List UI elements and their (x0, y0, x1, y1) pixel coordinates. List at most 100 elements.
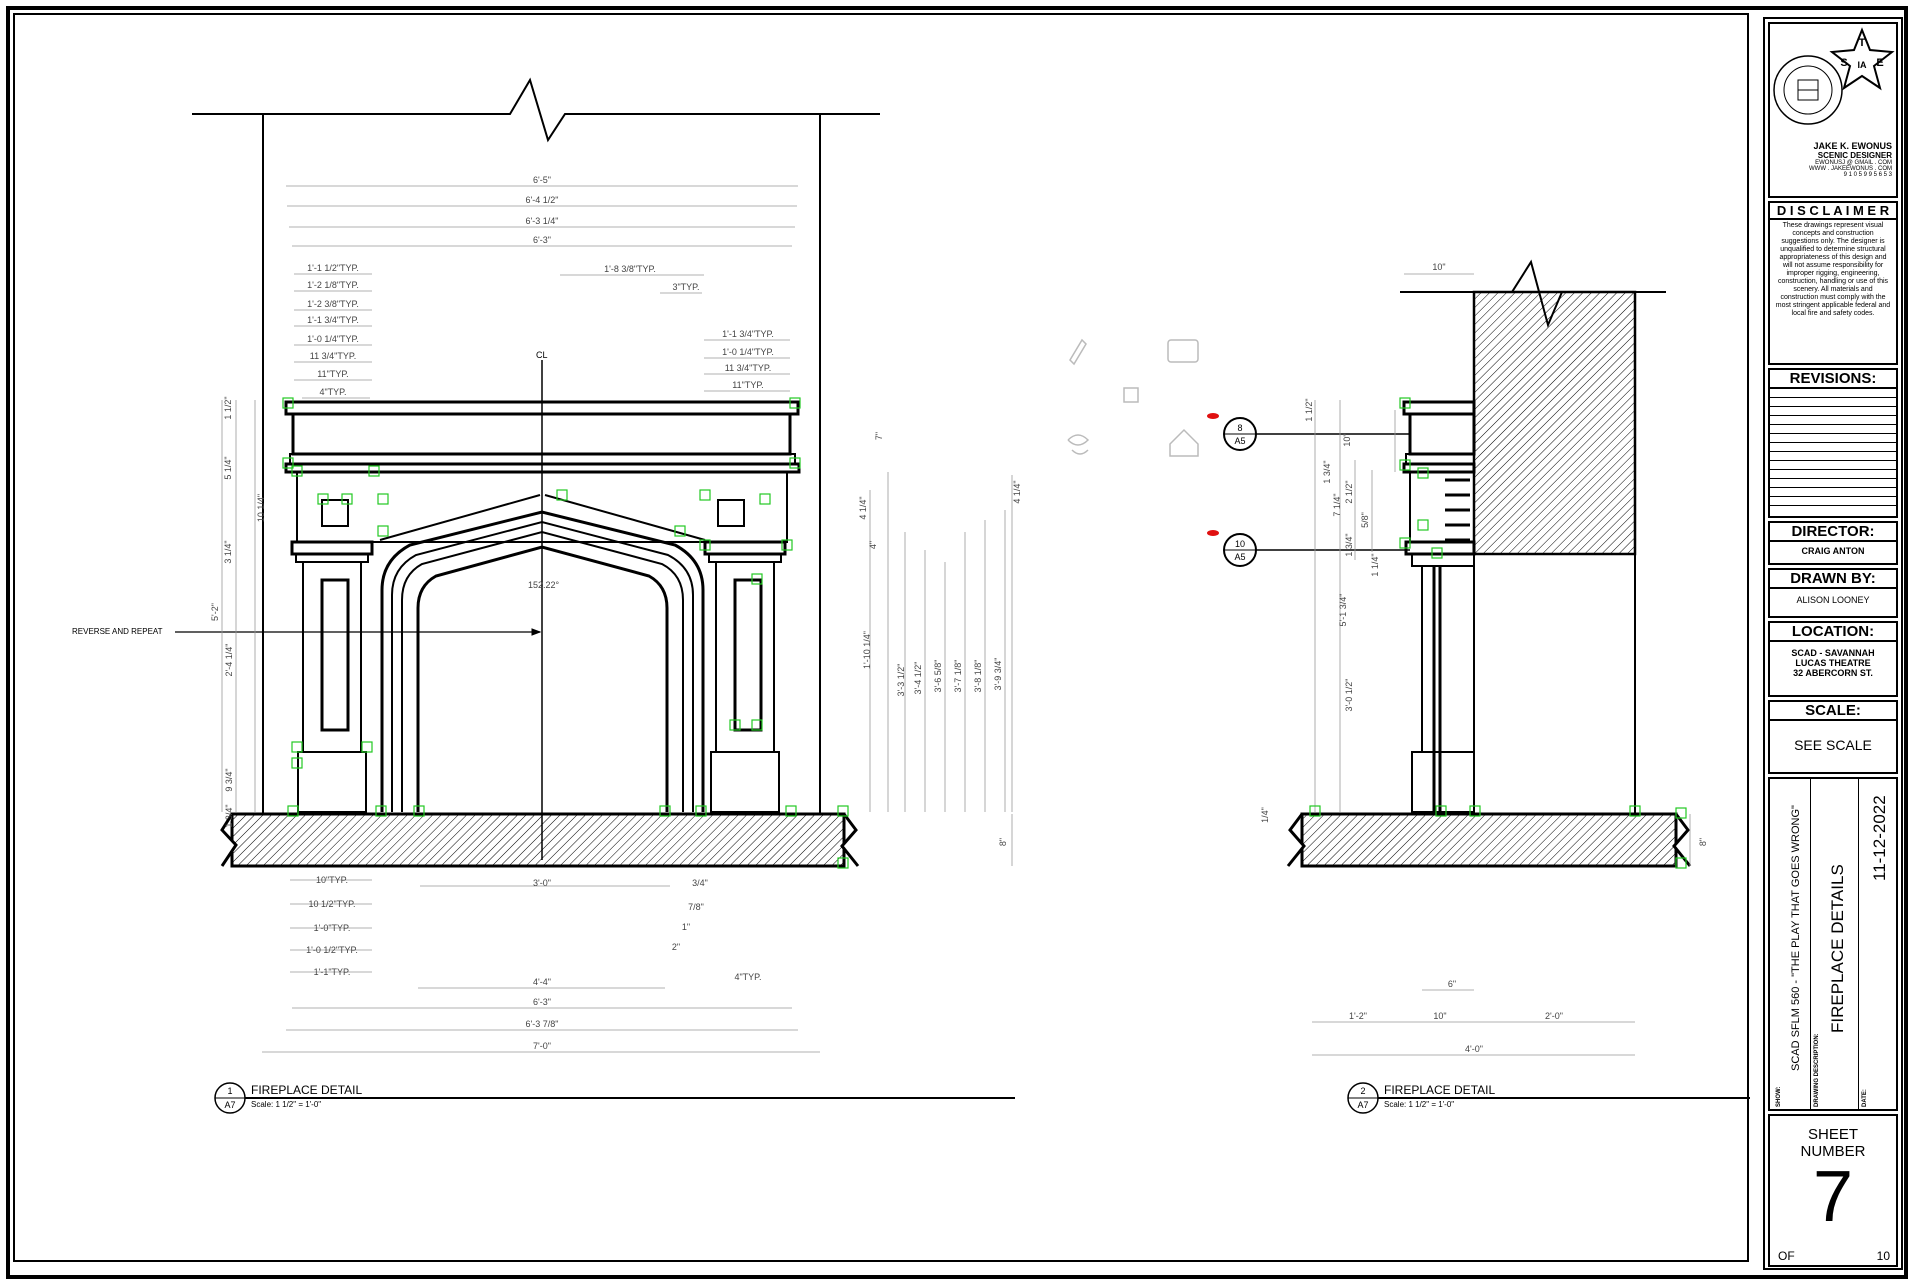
dimension-label: 1'-2 3/8"TYP. (307, 299, 359, 309)
location-title: LOCATION: (1770, 623, 1896, 642)
view-1-number: 1 (227, 1086, 232, 1096)
location-box: LOCATION: SCAD - SAVANNAH LUCAS THEATRE … (1768, 621, 1898, 697)
dimension-label: 3'-7 1/8" (953, 660, 963, 693)
link-icon[interactable] (1067, 434, 1090, 455)
dimension-label: 7/8" (688, 902, 704, 912)
red-marker-icon (1207, 530, 1219, 536)
dimension-label: 11"TYP. (317, 369, 348, 379)
dimension-label: 6" (1448, 979, 1456, 989)
dimension-label: 4'-0" (1465, 1044, 1483, 1054)
dimension-label: 6'-4 1/2" (526, 195, 559, 205)
dimension-label: 1 1/4" (1370, 553, 1380, 576)
front-elevation (175, 77, 880, 868)
dimension-label: 1'-1 3/4"TYP. (307, 315, 359, 325)
dimension-label: 1 3/4" (224, 804, 234, 827)
dimension-label: 1 3/4" (1322, 460, 1332, 483)
dimension-label: 1 1/2" (1304, 398, 1314, 421)
document-icon[interactable] (1167, 339, 1199, 363)
dimension-label: 3'-3 1/2" (896, 664, 906, 697)
scale-title: SCALE: (1770, 702, 1896, 721)
home-icon[interactable] (1169, 428, 1199, 457)
director-box: DIRECTOR: CRAIG ANTON (1768, 521, 1898, 565)
red-marker-icon (1207, 413, 1219, 419)
view-1-title: FIREPLACE DETAIL (251, 1083, 362, 1097)
designer-role: SCENIC DESIGNER (1817, 151, 1892, 160)
dimension-label: 3'-8 1/8" (973, 660, 983, 693)
detail-callout-8[interactable]: 8 A5 (1207, 413, 1257, 451)
dimension-label: 1'-0 1/4"TYP. (722, 347, 774, 357)
svg-text:S: S (1840, 57, 1847, 69)
dimension-label: 4"TYP. (319, 387, 346, 397)
svg-text:T: T (1859, 37, 1866, 49)
scale-box: SCALE: SEE SCALE (1768, 700, 1898, 774)
dimension-label: 4 1/4" (1012, 480, 1022, 503)
dimension-label: 7 1/4" (1332, 493, 1342, 516)
show-label: SHOW: (1776, 1086, 1782, 1107)
dimension-label: 6'-3" (533, 235, 551, 245)
square-icon[interactable] (1123, 387, 1139, 403)
revision-lines (1770, 389, 1896, 506)
designer-box: T S E IA JAKE K. EWONUS SCENIC DESIGNER … (1768, 22, 1898, 198)
floating-tool-icons[interactable] (1067, 338, 1199, 457)
dimension-label: 2" (672, 942, 680, 952)
drawn-by-value: ALISON LOONEY (1796, 595, 1870, 605)
dimension-label: 6'-3 1/4" (526, 216, 559, 226)
dimension-label: 3'-6 5/8" (933, 660, 943, 693)
disclaimer-text: These drawings represent visual concepts… (1775, 222, 1891, 317)
union-logo-icon: T S E IA (1829, 27, 1895, 91)
dimension-label: 1/4" (1260, 807, 1270, 823)
view-2-number: 2 (1360, 1086, 1365, 1096)
sheet-title-2: NUMBER (1800, 1143, 1866, 1160)
title-block: T S E IA JAKE K. EWONUS SCENIC DESIGNER … (1763, 17, 1903, 1270)
dimension-label: 10"TYP. (316, 875, 348, 885)
dimension-label: 5'-2" (210, 603, 220, 621)
dimension-label: 3 1/4" (223, 540, 233, 563)
dimension-label: 3/4" (692, 878, 708, 888)
dimension-label: 5 1/4" (223, 456, 233, 479)
dimension-label: 3'-4 1/2" (913, 662, 923, 695)
dimension-label: 6'-3" (533, 997, 551, 1007)
view-title-1: 1 A7 FIREPLACE DETAIL Scale: 1 1/2" = 1'… (214, 1082, 1015, 1114)
dimension-labels: 6'-5"6'-4 1/2"6'-3 1/4"6'-3"1'-1 1/2"TYP… (210, 175, 1708, 1054)
callout-10-sheet: A5 (1234, 552, 1245, 562)
description-label: DRAWING DESCRIPTION: (1814, 1033, 1820, 1107)
dimension-label: 1'-0 1/2"TYP. (306, 945, 358, 955)
arch-angle: 152.22° (528, 580, 560, 590)
date-value: 11-12-2022 (1870, 795, 1889, 881)
side-dimension-lines (1312, 273, 1691, 1056)
dimension-label: 11 3/4"TYP. (310, 351, 356, 361)
detail-callout-10[interactable]: 10 A5 (1207, 530, 1257, 567)
view-title-2: 2 A7 FIREPLACE DETAIL Scale: 1 1/2" = 1'… (1347, 1082, 1750, 1114)
dimension-label: 10 1/4" (256, 494, 266, 522)
designer-name: JAKE K. EWONUS (1813, 141, 1892, 151)
drawing-area-border (13, 13, 1749, 1262)
description-value: FIREPLACE DETAILS (1828, 864, 1847, 1033)
dimension-label: 2'-4 1/4" (224, 644, 234, 677)
view-1-scale: Scale: 1 1/2" = 1'-0" (251, 1100, 321, 1109)
dimension-label: 8" (1698, 838, 1708, 846)
dimension-label: 9 3/4" (224, 768, 234, 791)
dimension-label: 10" (1432, 262, 1445, 272)
designer-email: EWONUSJ @ GMAIL . COM (1815, 160, 1892, 166)
drawn-by-title: DRAWN BY: (1770, 570, 1896, 589)
dimension-label: 1'-2 1/8"TYP. (307, 280, 359, 290)
reverse-repeat-note: REVERSE AND REPEAT (72, 627, 163, 636)
front-dimension-lines (221, 185, 1013, 1053)
pencil-icon[interactable] (1069, 338, 1087, 366)
dimension-label: 11"TYP. (732, 380, 763, 390)
dimension-label: 2 1/2" (1344, 480, 1354, 503)
view-2-scale: Scale: 1 1/2" = 1'-0" (1384, 1100, 1454, 1109)
side-section (1256, 259, 1692, 868)
logos: T S E IA (1773, 27, 1895, 125)
dimension-label: 5'-1 3/4" (1338, 594, 1348, 627)
dimension-label: 1'-0"TYP. (314, 923, 351, 933)
dimension-label: 4'-4" (533, 977, 551, 987)
sheet-border (6, 6, 1908, 1279)
disclaimer-title: D I S C L A I M E R (1770, 203, 1896, 220)
dimension-label: 6'-5" (533, 175, 551, 185)
view-1-sheet: A7 (224, 1100, 235, 1110)
location-line2: LUCAS THEATRE (1795, 658, 1871, 668)
dimension-label: 1 1/2" (223, 396, 233, 419)
drawn-by-box: DRAWN BY: ALISON LOONEY (1768, 568, 1898, 618)
